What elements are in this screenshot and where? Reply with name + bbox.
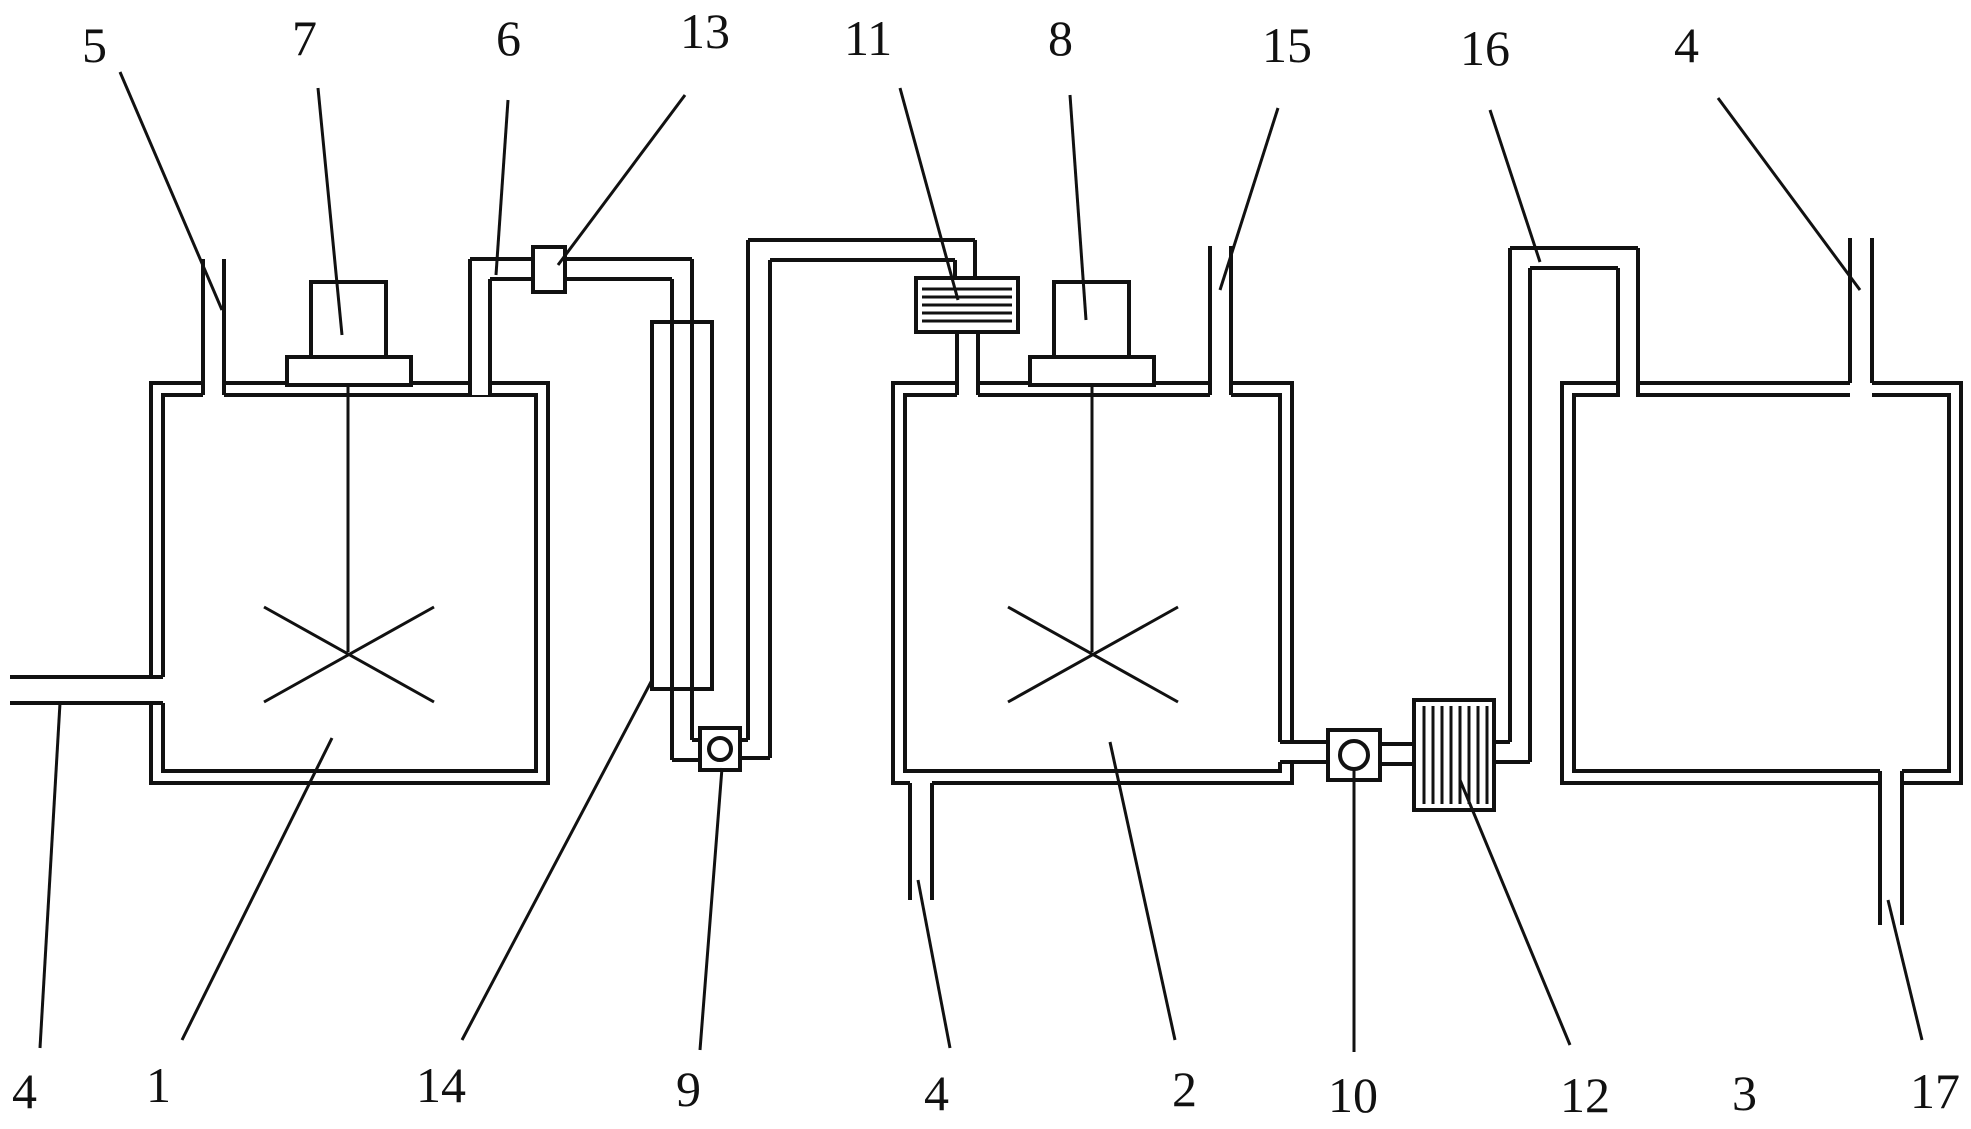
label-10: 10 (1328, 1067, 1378, 1123)
label-4-top: 4 (1674, 17, 1699, 73)
label-16: 16 (1460, 20, 1510, 76)
pump-9 (700, 728, 740, 770)
label-6: 6 (496, 10, 521, 66)
label-5: 5 (82, 17, 107, 73)
label-8: 8 (1048, 10, 1073, 66)
inlet-pipe-5 (203, 259, 224, 399)
label-12: 12 (1560, 1067, 1610, 1123)
label-2: 2 (1172, 1061, 1197, 1117)
outlet-pipe-17 (1880, 768, 1902, 928)
label-1: 1 (146, 1057, 171, 1113)
label-7: 7 (292, 10, 317, 66)
label-15: 15 (1262, 17, 1312, 73)
feed-pipe-4-mid (910, 780, 932, 900)
label-3: 3 (1732, 1065, 1757, 1121)
label-4-left: 4 (12, 1063, 37, 1119)
feed-pipe-4-top (1850, 238, 1872, 398)
label-9: 9 (676, 1061, 701, 1117)
pipe-tank-2-to-pump-10 (1278, 742, 1332, 762)
label-11: 11 (844, 10, 892, 66)
valve-13 (533, 247, 565, 292)
label-13: 13 (680, 3, 730, 59)
label-4-mid: 4 (924, 1065, 949, 1121)
feed-pipe-4-left (10, 677, 165, 703)
filter-12 (1414, 700, 1494, 810)
label-14: 14 (416, 1057, 466, 1113)
label-17: 17 (1910, 1063, 1960, 1119)
